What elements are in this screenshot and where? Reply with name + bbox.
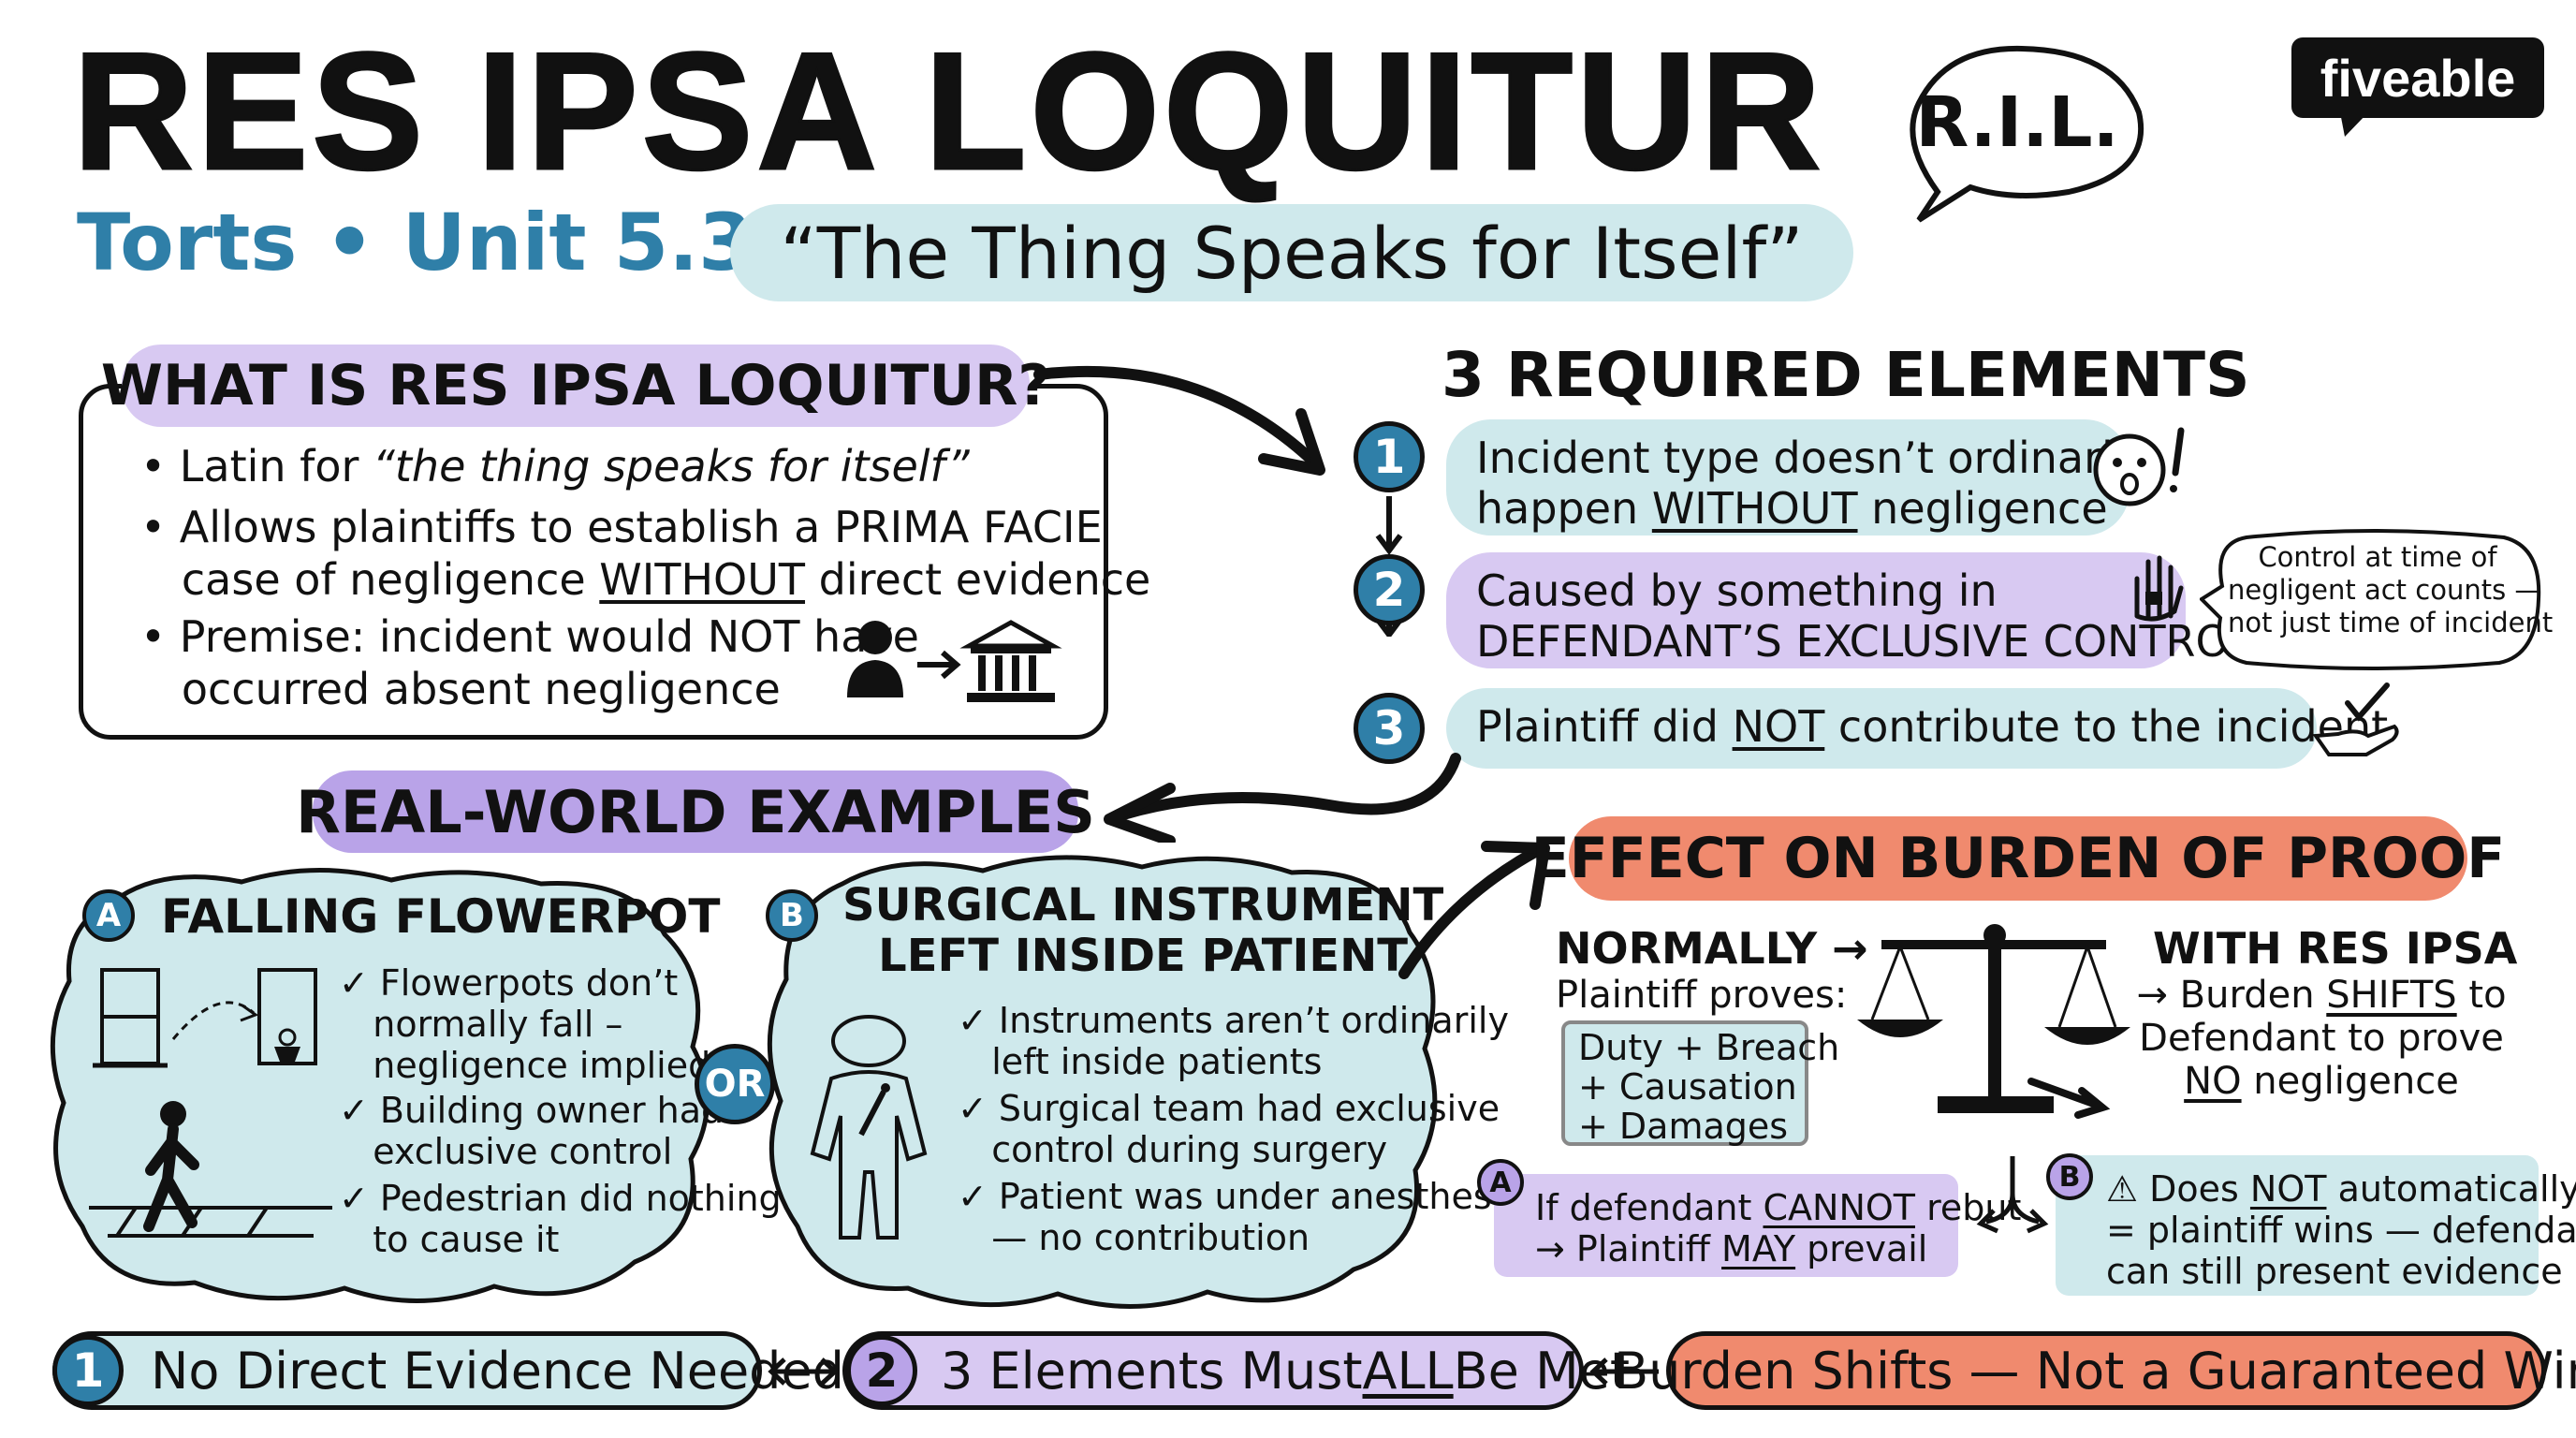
- arrow-icon: [1033, 365, 1325, 476]
- summary-pill-3: Burden Shifts — Not a Guaranteed Win: [1614, 1331, 2576, 1410]
- element-1-number: 1: [1354, 421, 1425, 492]
- or-badge: OR: [695, 1044, 775, 1124]
- example-a-check-1: ✓ Flowerpots don’t normally fall – negli…: [339, 962, 711, 1086]
- what-is-panel: [79, 384, 1108, 740]
- arrow-icon: [1104, 753, 1461, 843]
- patient-icon: [810, 1015, 928, 1240]
- example-a-cloud: [50, 867, 710, 1303]
- page-title: RES IPSA LOQUITUR: [71, 18, 1825, 204]
- translation-text: “The Thing Speaks for Itself”: [780, 211, 1804, 295]
- left-arrow-icon: [1589, 1357, 1659, 1386]
- element-1-pill: Incident type doesn’t ordinarily happen …: [1446, 419, 2151, 536]
- example-a-check-3: ✓ Pedestrian did nothing to cause it: [339, 1178, 782, 1260]
- element-2-number: 2: [1354, 554, 1425, 625]
- normally-label: NORMALLY →: [1556, 923, 1868, 974]
- arrow-icon: [1398, 841, 1550, 979]
- summary-number-1: 1: [52, 1335, 124, 1406]
- burden-heading: EFFECT ON BURDEN OF PROOF: [1531, 816, 2505, 901]
- hand-stop-icon: [2134, 555, 2184, 622]
- example-a-title: FALLING FLOWERPOT: [161, 889, 721, 944]
- example-b-title: SURGICAL INSTRUMENT LEFT INSIDE PATIENT: [842, 879, 1444, 982]
- what-is-bullet-2: • Allows plaintiffs to establish a PRIMA…: [140, 502, 1151, 605]
- example-b-letter: B: [766, 889, 818, 942]
- ril-abbrev: R.I.L.: [1915, 82, 2119, 163]
- speech-bubble-icon: [1910, 45, 2144, 223]
- elements-list-box: Duty + Breach + Causation + Damages: [1561, 1020, 1839, 1146]
- outcome-b-box: ⚠ Does NOT automatically = plaintiff win…: [2056, 1155, 2576, 1296]
- example-b-check-2: ✓ Surgical team had exclusive control du…: [958, 1088, 1500, 1170]
- surprised-face-icon: [2093, 427, 2185, 506]
- double-arrow-icon: [768, 1357, 839, 1386]
- control-note: Control at time of negligent act counts …: [2228, 541, 2554, 638]
- hand-check-icon: [2312, 682, 2399, 756]
- examples-heading: REAL-WORLD EXAMPLES: [296, 770, 1095, 853]
- plaintiff-proves-label: Plaintiff proves:: [1556, 974, 1848, 1017]
- summary-number-2: 2: [846, 1335, 917, 1406]
- what-is-heading: WHAT IS RES IPSA LOQUITUR?: [101, 345, 1050, 427]
- example-a-letter: A: [82, 889, 135, 942]
- translation-pill: “The Thing Speaks for Itself”: [730, 204, 1853, 301]
- outcome-a-box: If defendant CANNOT rebut → Plaintiff MA…: [1494, 1174, 2021, 1277]
- summary-pill-1: No Direct Evidence Needed: [52, 1331, 844, 1410]
- person-to-courthouse-icon: [847, 620, 1062, 702]
- unit-subtitle: Torts • Unit 5.3: [77, 197, 754, 288]
- scales-icon: [1857, 924, 2130, 1119]
- flowerpot-icon: [93, 968, 317, 1068]
- what-is-bullet-3: • Premise: incident would NOT have occur…: [140, 611, 919, 714]
- what-is-bullet-1: • Latin for “the thing speaks for itself…: [140, 441, 970, 492]
- with-res-ipsa-text: → Burden SHIFTS to Defendant to prove NO…: [2136, 974, 2507, 1103]
- outcome-a-letter: A: [1477, 1159, 1524, 1206]
- control-note-bubble: [2200, 529, 2541, 670]
- example-b-check-1: ✓ Instruments aren’t ordinarily left ins…: [958, 1000, 1509, 1082]
- summary-pill-2: 3 Elements Must ALL Be Met: [842, 1331, 1630, 1410]
- element-3-number: 3: [1354, 693, 1425, 764]
- fiveable-logo: fiveable: [2291, 37, 2544, 118]
- example-a-check-2: ✓ Building owner had exclusive control: [339, 1090, 724, 1172]
- example-b-check-3: ✓ Patient was under anesthesia — no cont…: [958, 1176, 1524, 1258]
- elements-heading: 3 REQUIRED ELEMENTS: [1442, 339, 2250, 411]
- element-2-pill: Caused by something in DEFENDANT’S EXCLU…: [1446, 552, 2253, 668]
- example-b-cloud: [767, 855, 1438, 1309]
- logo-tail-icon: [2340, 112, 2368, 137]
- with-res-ipsa-title: WITH RES IPSA: [2153, 923, 2518, 974]
- split-arrow-icon: [1976, 1156, 2049, 1234]
- element-3-pill: Plaintiff did NOT contribute to the inci…: [1446, 688, 2388, 769]
- walking-person-icon: [89, 1101, 332, 1238]
- outcome-b-letter: B: [2046, 1153, 2093, 1200]
